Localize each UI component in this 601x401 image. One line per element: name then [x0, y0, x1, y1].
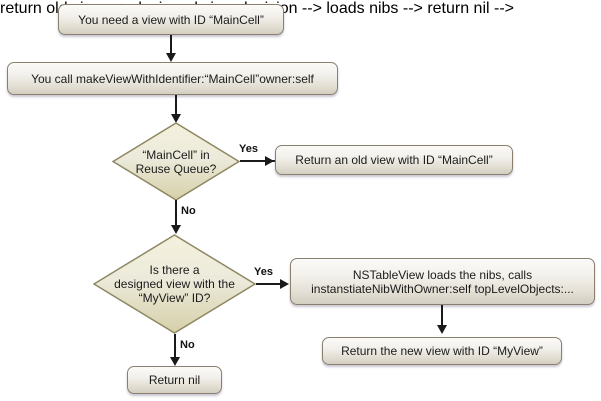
- arrowhead-need-view-to-call: [166, 53, 176, 62]
- edge-label-designed-yes: Yes: [254, 266, 273, 278]
- edge-designed-no: [174, 334, 176, 360]
- edge-label-reuse-yes: Yes: [239, 143, 258, 155]
- arrowhead-designed-yes: [280, 279, 289, 289]
- node-call-make-view[interactable]: You call makeViewWithIdentifier:“MainCel…: [7, 62, 338, 95]
- edge-loads-nibs-to-return-new: [441, 305, 443, 328]
- edge-call-to-reuse-decision: [175, 95, 177, 117]
- node-return-old-view-label: Return an old view with ID “MainCell”: [295, 153, 493, 167]
- node-return-nil[interactable]: Return nil: [127, 366, 222, 394]
- node-loads-nibs[interactable]: NSTableView loads the nibs, calls instan…: [290, 258, 595, 305]
- node-need-view[interactable]: You need a view with ID “MainCell”: [58, 4, 284, 35]
- node-reuse-queue-decision[interactable]: “MainCell” in Reuse Queue?: [112, 122, 240, 201]
- node-designed-view-decision[interactable]: Is there a designed view with the “MyVie…: [93, 234, 256, 334]
- node-return-new-view[interactable]: Return the new view with ID “MyView”: [322, 337, 562, 365]
- edge-label-reuse-no: No: [181, 205, 196, 217]
- node-return-new-view-label: Return the new view with ID “MyView”: [341, 344, 543, 358]
- edge-need-view-to-call: [170, 35, 172, 55]
- edge-reuse-yes: [240, 160, 276, 162]
- arrowhead-reuse-no: [171, 225, 181, 234]
- diamond-shape-icon: [93, 234, 256, 334]
- node-loads-nibs-label: NSTableView loads the nibs, calls instan…: [311, 267, 574, 296]
- diamond-shape-icon: [112, 122, 240, 201]
- arrowhead-loads-nibs-to-return-new: [437, 325, 447, 334]
- node-need-view-label: You need a view with ID “MainCell”: [78, 12, 264, 27]
- edge-reuse-no: [175, 200, 177, 228]
- node-call-make-view-label: You call makeViewWithIdentifier:“MainCel…: [31, 71, 314, 86]
- node-return-old-view[interactable]: Return an old view with ID “MainCell”: [275, 145, 513, 175]
- arrowhead-reuse-yes: [265, 156, 274, 166]
- arrowhead-designed-no: [170, 357, 180, 366]
- node-return-nil-label: Return nil: [148, 373, 201, 387]
- arrowhead-call-to-reuse-decision: [171, 114, 181, 123]
- edge-designed-yes: [256, 283, 287, 285]
- edge-label-designed-no: No: [180, 339, 195, 351]
